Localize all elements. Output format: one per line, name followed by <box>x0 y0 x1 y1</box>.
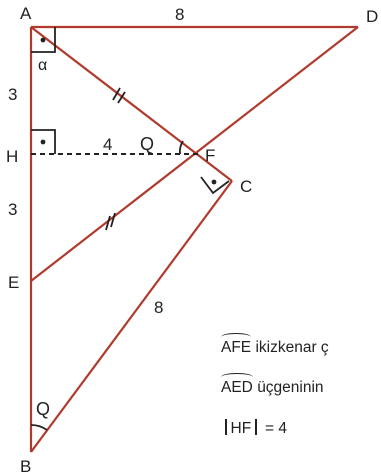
length-label-ec: 8 <box>154 298 163 317</box>
angle-arc-b <box>30 424 48 431</box>
point-label-h: H <box>6 147 18 166</box>
right-angle-mark-h <box>31 129 56 154</box>
equal-tick-af-1 <box>112 87 121 101</box>
length-label-ad: 8 <box>175 5 184 24</box>
info-line-1: AFE ikizkenar ç <box>221 333 329 357</box>
angle-label-q-b: Q <box>36 399 50 419</box>
length-label-hf: 4 <box>103 135 112 154</box>
point-label-a: A <box>20 4 32 23</box>
equal-tick-af-2 <box>117 91 126 104</box>
segment-bc <box>30 180 233 453</box>
arc-name-afe: AFE <box>221 333 252 357</box>
point-label-d: D <box>366 7 378 26</box>
point-label-f: F <box>205 146 215 165</box>
angle-label-alpha: α <box>38 57 47 74</box>
info-line-1-text: ikizkenar ç <box>255 339 329 356</box>
segment-ac <box>30 26 233 182</box>
info-line-3-label: HF <box>230 420 252 437</box>
right-angle-dot-f <box>211 179 217 185</box>
angle-arc-f <box>179 140 184 155</box>
right-angle-mark-f <box>200 176 230 195</box>
info-line-3: HF = 4 <box>221 419 287 438</box>
right-angle-mark-a <box>31 27 56 53</box>
point-label-c: C <box>240 177 252 196</box>
abs-bar-left <box>225 419 227 435</box>
info-line-2: AED üçgeninin <box>221 373 324 397</box>
arc-name-aed: AED <box>221 373 253 397</box>
angle-label-q-f: Q <box>140 134 154 154</box>
right-angle-dot-h <box>40 139 46 145</box>
right-angle-dot-a <box>40 37 46 43</box>
point-label-b: B <box>20 457 31 476</box>
abs-bar-right <box>255 419 257 435</box>
length-label-he: 3 <box>8 200 17 219</box>
equal-tick-ef-2 <box>110 212 116 228</box>
info-line-2-text: üçgeninin <box>257 379 324 396</box>
point-label-e: E <box>8 273 19 292</box>
equal-tick-ef-1 <box>105 215 111 231</box>
info-line-3-value: = 4 <box>264 420 287 437</box>
length-label-ah: 3 <box>8 85 17 104</box>
